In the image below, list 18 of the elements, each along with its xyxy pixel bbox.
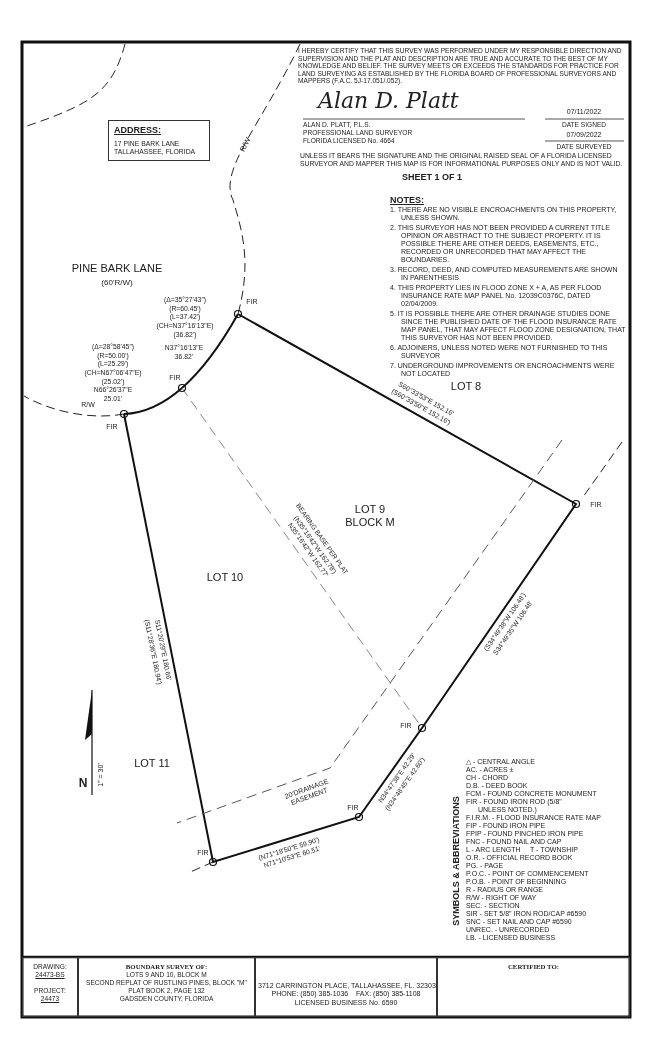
block-label: BLOCK M — [345, 515, 395, 529]
north-label: N — [78, 777, 88, 791]
surveyor-contact-cell — [255, 957, 437, 1017]
street-width: (60'R/W) — [101, 278, 133, 288]
symbols-heading: SYMBOLS & ABBREVIATIONS — [450, 796, 462, 926]
notes-heading: NOTES: — [390, 195, 424, 206]
lot-label: LOT 10 — [206, 570, 244, 584]
certification-cell — [437, 957, 630, 1017]
sheet-number: SHEET 1 OF 1 — [402, 171, 462, 183]
box-heading: ADDRESS: — [114, 125, 162, 136]
signature: Alan D. Platt — [318, 88, 459, 114]
survey-description-cell — [78, 957, 255, 1017]
lot-label: LOT 8 — [450, 379, 482, 393]
address-box — [108, 120, 210, 161]
lot-label: LOT 9 — [354, 502, 386, 516]
street-name: PINE BARK LANE — [71, 261, 163, 275]
drawing-number-cell — [22, 957, 78, 1017]
lot-label: LOT 11 — [134, 756, 170, 770]
